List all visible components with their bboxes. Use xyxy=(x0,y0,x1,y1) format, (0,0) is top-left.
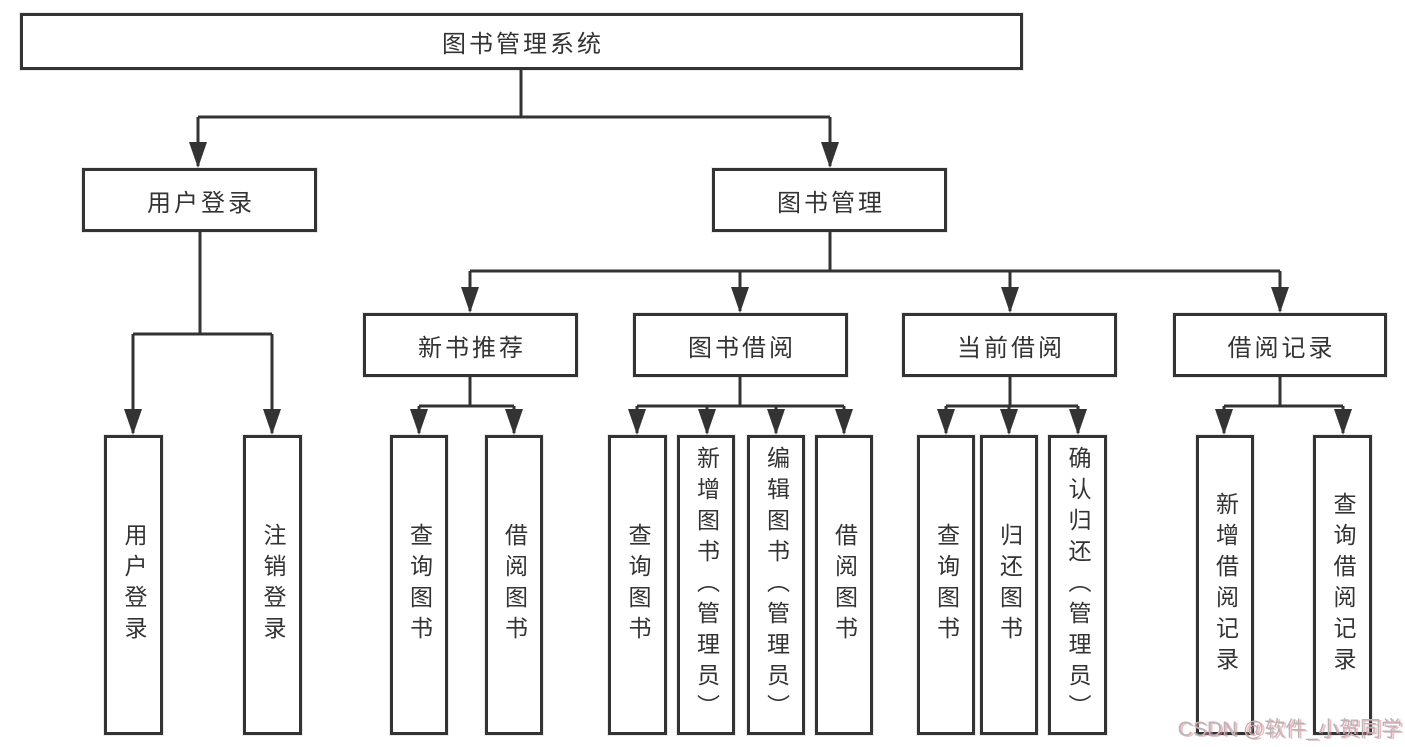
leaf-return-books-label: 归还图书 xyxy=(996,523,1023,647)
node-user-login-label: 用户登录 xyxy=(147,189,255,217)
leaf-query-borrow-record-label: 查询借阅记录 xyxy=(1330,492,1356,678)
csdn-watermark: CSDN @软件_小贺同学 xyxy=(1177,718,1402,741)
leaf-add-borrow-record: 新增借阅记录 xyxy=(1196,435,1254,735)
node-borrowing-records: 借阅记录 xyxy=(1173,313,1387,377)
node-current-borrowing-label: 当前借阅 xyxy=(957,334,1065,362)
leaf-query-books-2-label: 查询图书 xyxy=(625,523,651,647)
leaf-query-books-3-label: 查询图书 xyxy=(933,523,960,647)
leaf-borrow-books-2: 借阅图书 xyxy=(815,435,873,735)
node-book-borrowing: 图书借阅 xyxy=(633,313,848,377)
node-borrowing-records-label: 借阅记录 xyxy=(1227,334,1336,362)
leaf-confirm-return-admin-label: 确认归还（管理员） xyxy=(1065,445,1091,725)
leaf-user-login: 用户登录 xyxy=(104,435,163,735)
node-book-management: 图书管理 xyxy=(712,168,947,232)
node-user-login: 用户登录 xyxy=(82,168,317,232)
leaf-query-borrow-record: 查询借阅记录 xyxy=(1313,435,1372,735)
leaf-edit-books-admin-label: 编辑图书（管理员） xyxy=(763,445,790,725)
leaf-logout-label: 注销登录 xyxy=(260,523,286,647)
node-current-borrowing: 当前借阅 xyxy=(902,313,1117,377)
leaf-query-books-3: 查询图书 xyxy=(917,435,975,735)
leaf-borrow-books-2-label: 借阅图书 xyxy=(831,523,858,647)
leaf-query-books-2: 查询图书 xyxy=(608,435,667,735)
node-book-management-label: 图书管理 xyxy=(777,189,885,217)
leaf-return-books: 归还图书 xyxy=(980,435,1038,735)
leaf-query-books-1-label: 查询图书 xyxy=(406,523,433,647)
leaf-query-books-1: 查询图书 xyxy=(390,435,448,735)
leaf-user-login-label: 用户登录 xyxy=(121,523,147,647)
leaf-add-books-admin: 新增图书（管理员） xyxy=(677,435,735,735)
leaf-logout: 注销登录 xyxy=(243,435,302,735)
node-new-book-recommend-label: 新书推荐 xyxy=(418,334,526,362)
leaf-borrow-books-1-label: 借阅图书 xyxy=(501,523,528,647)
leaf-add-borrow-record-label: 新增借阅记录 xyxy=(1212,492,1239,678)
leaf-borrow-books-1: 借阅图书 xyxy=(485,435,543,735)
node-new-book-recommend: 新书推荐 xyxy=(363,313,578,377)
leaf-edit-books-admin: 编辑图书（管理员） xyxy=(747,435,805,735)
node-root: 图书管理系统 xyxy=(20,13,1023,70)
node-root-label: 图书管理系统 xyxy=(442,31,604,58)
leaf-confirm-return-admin: 确认归还（管理员） xyxy=(1048,435,1107,735)
leaf-add-books-admin-label: 新增图书（管理员） xyxy=(693,445,720,725)
node-book-borrowing-label: 图书借阅 xyxy=(688,334,796,362)
